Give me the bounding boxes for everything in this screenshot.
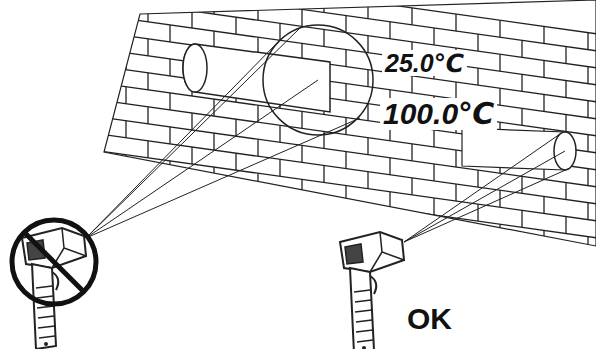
ok-label: OK — [404, 303, 455, 335]
temperature-reading: 100.0℃ — [380, 98, 497, 130]
temperature-reading: 25.0℃ — [382, 50, 467, 76]
